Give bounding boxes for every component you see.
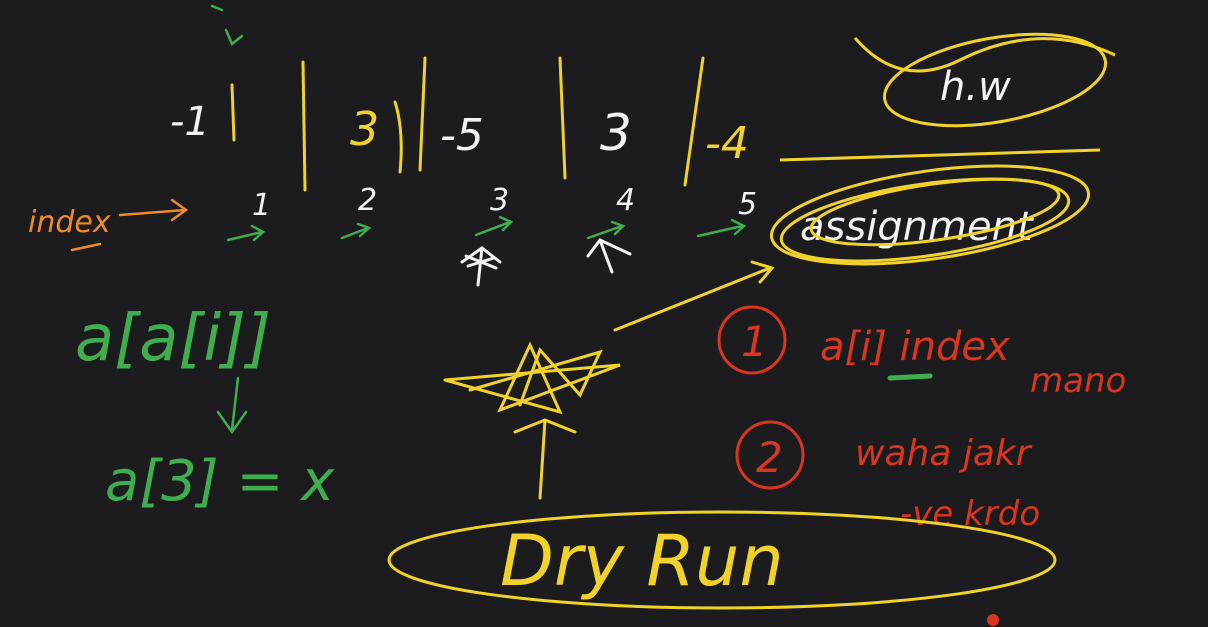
index-label: index (28, 205, 111, 240)
index-1: 1 (252, 188, 271, 223)
index-4: 4 (616, 183, 635, 218)
dry-run-label: Dry Run (500, 520, 784, 602)
formula-bottom: a[3] = x (105, 449, 335, 514)
step-2-badge (735, 420, 805, 490)
step-2: 2 waha jakr -ve krdo (735, 420, 1040, 534)
array-value-2: 3 (350, 102, 379, 156)
dry-run-circle (387, 510, 1057, 610)
step-1-badge (717, 305, 787, 375)
star-mark (443, 260, 775, 500)
index-3: 3 (490, 183, 509, 218)
formula-top: a[a[i]] (75, 302, 271, 376)
step-2-number: 2 (756, 433, 783, 482)
step-1-underline (887, 373, 933, 381)
pointer-arrow-top (210, 4, 244, 47)
array-value-5: -4 (705, 118, 749, 169)
pen-cursor (987, 614, 999, 626)
index-2: 2 (358, 183, 377, 218)
array-value-3: -5 (440, 110, 484, 161)
step-1-line2: mano (1030, 361, 1126, 401)
array-indices: 1 2 3 4 5 (252, 183, 757, 223)
step-1-number: 1 (741, 317, 768, 366)
step-2-line1: waha jakr (855, 433, 1033, 474)
index-arrows (226, 215, 747, 242)
array-separators (230, 56, 705, 192)
pointer-arrows (460, 238, 632, 287)
step-1-line1: a[i] index (820, 324, 1010, 370)
array-value-1: -1 (170, 99, 210, 145)
index-arrow (70, 198, 189, 252)
formula-arrow (216, 376, 248, 435)
homework-circle (853, 32, 1116, 128)
homework-label: h.w (940, 64, 1011, 110)
array-value-4: 3 (600, 104, 632, 162)
index-5: 5 (738, 187, 757, 222)
assignment-circle (769, 148, 1101, 266)
step-1: 1 a[i] index mano (717, 305, 1126, 401)
array-values: -1 3 -5 3 -4 (170, 99, 749, 169)
